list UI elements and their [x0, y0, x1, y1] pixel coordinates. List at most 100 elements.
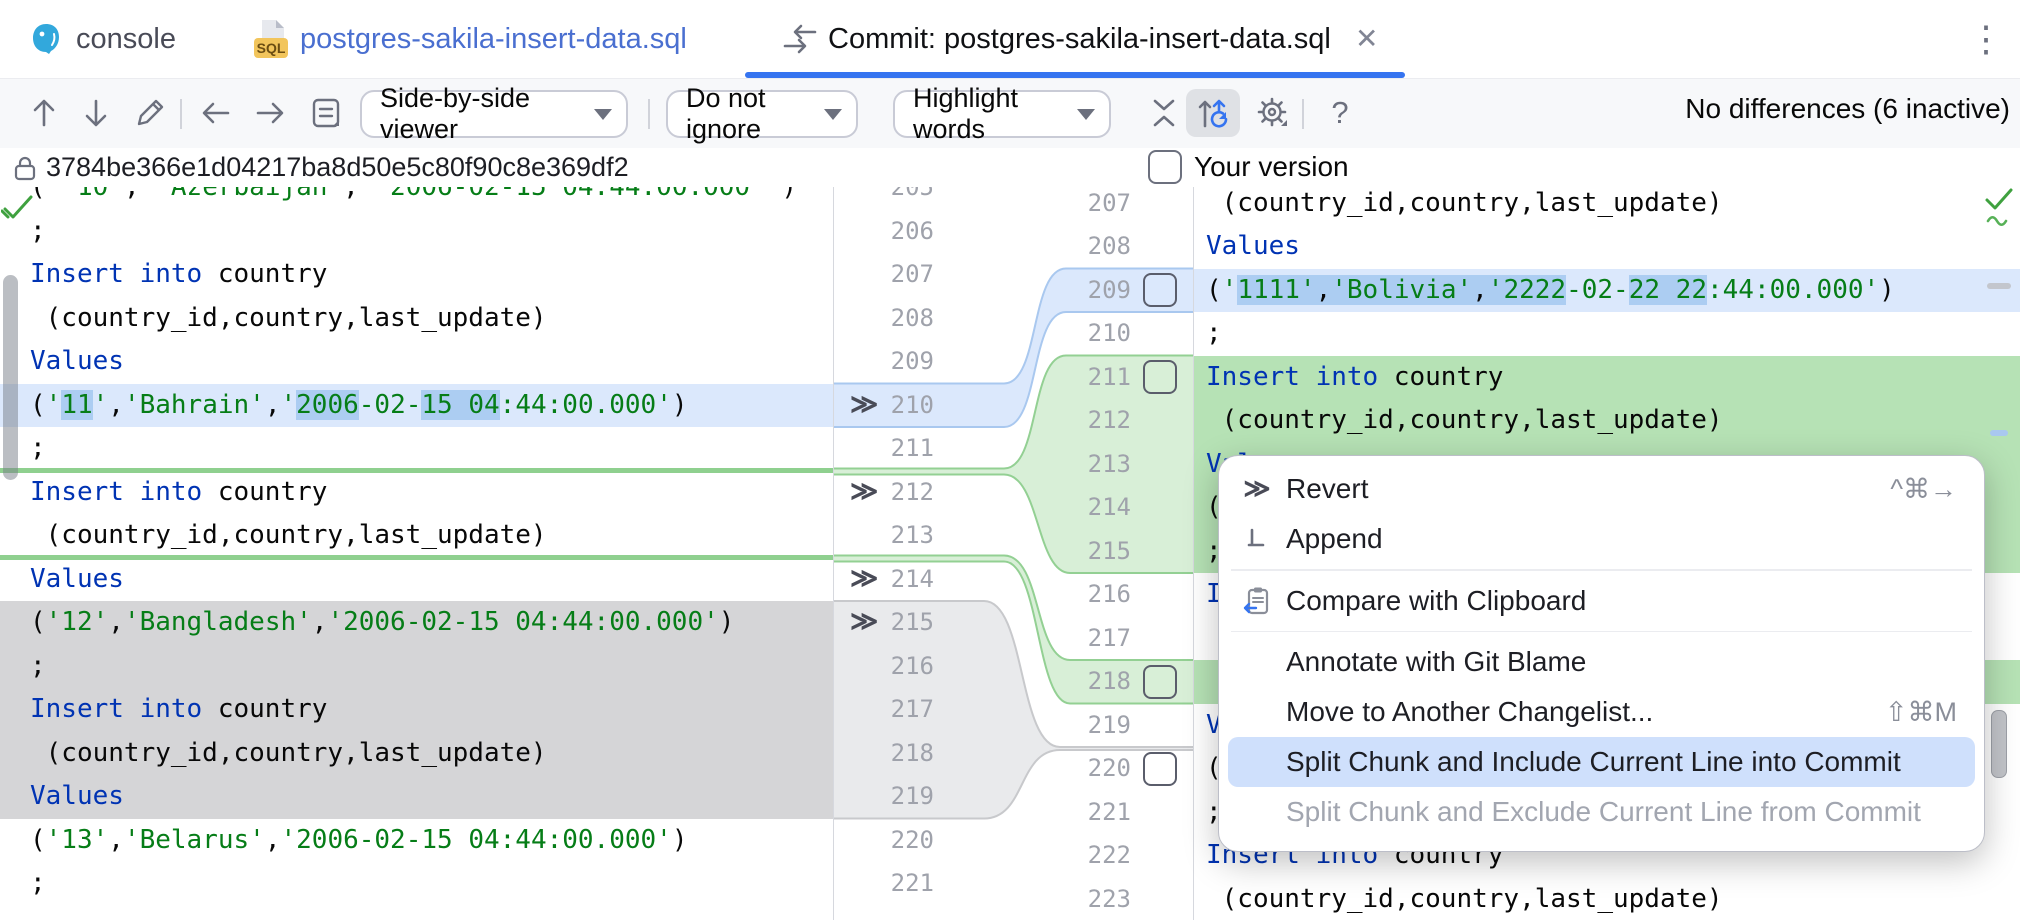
code-line[interactable]: ( '10', 'Azerbaijan', '2006-02-15 04:44:…: [0, 187, 833, 210]
tab-commit[interactable]: Commit: postgres-sakila-insert-data.sql: [828, 22, 1331, 55]
code-line[interactable]: (country_id,country,last_update): [1194, 399, 2020, 443]
code-segment: ,: [311, 607, 328, 637]
code-line[interactable]: Values: [0, 775, 833, 819]
close-tab-icon[interactable]: ✕: [1355, 23, 1379, 54]
code-line[interactable]: Insert into country: [0, 253, 833, 297]
menu-item-label: Annotate with Git Blame: [1286, 646, 1587, 677]
chunk-marker-icon[interactable]: ≫: [850, 606, 879, 636]
toolbar-separator: [180, 99, 182, 129]
line-number: 207: [890, 260, 934, 288]
code-line[interactable]: Insert into country: [1194, 355, 2020, 399]
line-number: 208: [890, 303, 934, 332]
code-line[interactable]: ('12','Bangladesh','2006-02-15 04:44:00.…: [0, 601, 833, 645]
all-changes-applied-icon: [1, 189, 37, 229]
menu-item-compare-with-clipboard[interactable]: Compare with Clipboard: [1228, 576, 1975, 626]
code-segment: ): [718, 607, 735, 637]
code-segment: (: [30, 187, 62, 202]
line-number: 205: [890, 187, 934, 201]
code-line[interactable]: ;: [0, 427, 833, 471]
viewer-mode-dropdown[interactable]: Side-by-side viewer: [360, 83, 628, 144]
code-line[interactable]: ;: [1194, 791, 2020, 835]
code-line[interactable]: Values: [0, 558, 833, 602]
tab-sql-file[interactable]: postgres-sakila-insert-data.sql: [300, 22, 687, 55]
gear-icon[interactable]: [1248, 89, 1296, 137]
code-line[interactable]: Insert into country: [0, 688, 833, 732]
revision-header: 3784be366e1d04217ba8d50e5c80f90c8e369df2…: [0, 148, 2020, 188]
code-segment: Insert into: [30, 476, 203, 507]
ignore-policy-dropdown[interactable]: Do not ignore: [666, 83, 858, 144]
line-number: 210: [890, 390, 934, 419]
code-line[interactable]: Insert into country: [0, 471, 833, 515]
chevron-down-icon: [594, 108, 612, 120]
code-line[interactable]: ;: [0, 862, 833, 906]
code-segment: '13': [45, 824, 109, 855]
code-line[interactable]: ('11','Bahrain','2006-02-15 04:44:00.000…: [0, 383, 833, 427]
chunk-marker-icon[interactable]: ≫: [850, 475, 879, 506]
menu-item-append[interactable]: Append: [1228, 514, 1975, 564]
code-segment: country: [1378, 361, 1504, 392]
synchronize-scrolling-button[interactable]: [1186, 89, 1240, 137]
revert-icon: ≫: [1243, 474, 1271, 504]
viewer-mode-label: Side-by-side viewer: [380, 83, 531, 144]
view-options-icon[interactable]: [302, 89, 350, 137]
line-number: 211: [890, 434, 934, 462]
line-number: 212: [890, 477, 934, 506]
code-line[interactable]: ;: [0, 210, 833, 254]
include-line-checkbox[interactable]: [1143, 664, 1177, 699]
forward-button[interactable]: [246, 89, 294, 137]
left-diff-editor[interactable]: ( '10', 'Azerbaijan', '2006-02-15 04:44:…: [0, 187, 834, 920]
menu-item-split-chunk-and-include-current-line-into-commit[interactable]: Split Chunk and Include Current Line int…: [1228, 737, 1975, 787]
code-segment: ): [1879, 274, 1895, 305]
menu-item-label: Revert: [1286, 473, 1369, 504]
line-number: 221: [890, 869, 934, 897]
line-number: 213: [1087, 449, 1131, 478]
menu-item-label: Compare with Clipboard: [1286, 584, 1587, 616]
menu-item-label: Move to Another Changelist...: [1286, 696, 1654, 727]
include-line-checkbox[interactable]: [1143, 751, 1177, 786]
left-scrollbar-thumb[interactable]: [3, 275, 18, 480]
include-line-checkbox[interactable]: [1143, 360, 1177, 394]
code-segment: (: [30, 389, 46, 420]
code-line[interactable]: ('13','Belarus','2006-02-15 04:44:00.000…: [0, 819, 833, 863]
menu-item-move-to-another-changelist[interactable]: Move to Another Changelist...⇧⌘M: [1228, 687, 1975, 737]
highlight-mode-dropdown[interactable]: Highlight words: [893, 83, 1111, 144]
code-segment: Insert into: [30, 694, 203, 724]
collapse-unchanged-icon[interactable]: [1140, 89, 1188, 137]
help-icon[interactable]: ?: [1331, 95, 1349, 130]
code-line[interactable]: Values: [1194, 225, 2020, 269]
code-segment: ;: [1206, 535, 1222, 566]
line-number: 214: [1087, 493, 1131, 521]
code-line[interactable]: (country_id,country,last_update): [0, 731, 833, 775]
menu-item-annotate-with-git-blame[interactable]: Annotate with Git Blame: [1228, 637, 1975, 687]
back-button[interactable]: [192, 89, 240, 137]
code-line[interactable]: (country_id,country,last_update): [0, 514, 833, 558]
code-line[interactable]: ('1111','Bolivia','2222-02-22 22:44:00.0…: [1194, 268, 2020, 312]
edit-source-icon[interactable]: [126, 89, 174, 137]
line-number: 216: [1087, 580, 1131, 608]
commit-hash: 3784be366e1d04217ba8d50e5c80f90c8e369df2: [46, 152, 629, 182]
code-segment: ,: [264, 824, 281, 855]
include-line-checkbox[interactable]: [1143, 273, 1177, 307]
code-segment: 1111': [1237, 274, 1316, 305]
code-line[interactable]: ;: [1194, 312, 2020, 356]
code-line[interactable]: Values: [0, 340, 833, 384]
menu-item-revert[interactable]: ≫Revert^⌘→: [1228, 464, 1975, 514]
right-scrollbar-thumb[interactable]: [1991, 710, 2007, 778]
chunk-marker-icon[interactable]: ≫: [850, 562, 879, 593]
previous-change-button[interactable]: [20, 89, 68, 137]
line-number: 218: [1087, 667, 1131, 695]
code-line[interactable]: (country_id,country,last_update): [1194, 187, 2020, 225]
chunk-marker-icon[interactable]: ≫: [850, 388, 879, 419]
highlight-mode-label: Highlight words: [913, 83, 1019, 144]
next-change-button[interactable]: [72, 89, 120, 137]
code-line[interactable]: (country_id,country,last_update): [1194, 878, 2020, 920]
stripe-mark[interactable]: [1987, 283, 2011, 289]
inspections-ok-icon[interactable]: [1982, 187, 2016, 231]
code-line[interactable]: (country_id,country,last_update): [0, 297, 833, 341]
tab-console[interactable]: console: [76, 22, 176, 55]
kebab-menu-icon[interactable]: ⋮: [1968, 18, 2004, 59]
stripe-mark[interactable]: [1990, 430, 2008, 436]
code-line[interactable]: ;: [0, 644, 833, 688]
menu-item-split-chunk-and-exclude-current-line-from-commit[interactable]: Split Chunk and Exclude Current Line fro…: [1228, 787, 1975, 837]
your-version-checkbox[interactable]: [1148, 150, 1182, 184]
